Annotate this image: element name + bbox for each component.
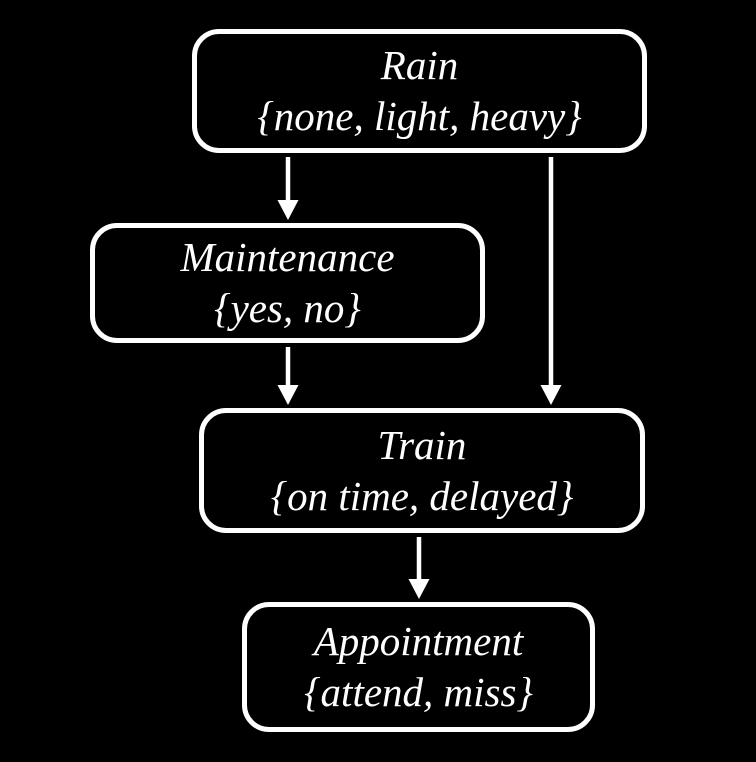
- edge-maintenance-to-train: [277, 347, 299, 405]
- node-rain-label: Rain: [380, 42, 459, 88]
- node-maintenance-values: {yes, no}: [214, 285, 361, 331]
- node-train: Train {on time, delayed}: [199, 408, 645, 533]
- edge-rain-to-maintenance: [277, 157, 299, 220]
- edge-rain-to-train: [540, 157, 562, 405]
- node-appointment-label: Appointment: [313, 618, 524, 664]
- edge-train-to-appointment: [408, 537, 430, 599]
- node-maintenance-label: Maintenance: [180, 234, 395, 280]
- node-rain-values: {none, light, heavy}: [257, 93, 582, 139]
- node-maintenance: Maintenance {yes, no}: [90, 223, 485, 343]
- node-train-label: Train: [377, 421, 467, 468]
- node-train-values: {on time, delayed}: [270, 472, 574, 519]
- node-appointment: Appointment {attend, miss}: [242, 602, 595, 732]
- node-appointment-values: {attend, miss}: [304, 669, 533, 715]
- node-rain: Rain {none, light, heavy}: [192, 29, 647, 153]
